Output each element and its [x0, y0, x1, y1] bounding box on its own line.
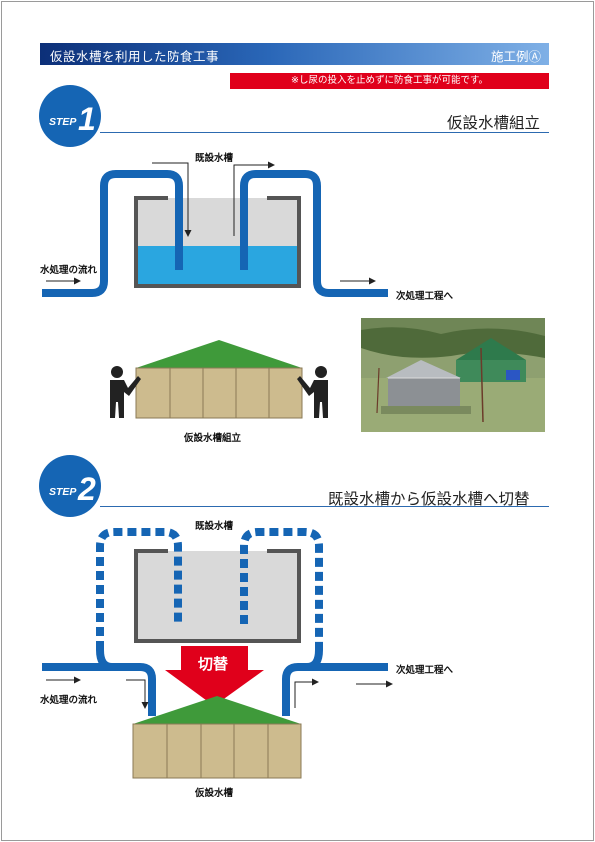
step1-existing-tank-label: 既設水槽 [195, 153, 234, 164]
step2-title: 既設水槽から仮設水槽へ切替 [328, 490, 530, 508]
worker-left-icon [110, 366, 141, 418]
header-bar: 仮設水槽を利用した防食工事 施工例Ⓐ [40, 43, 549, 65]
step2-next-process-label: 次処理工程へ [396, 665, 454, 676]
example-label: 施工例Ⓐ [490, 49, 541, 64]
inflow-pipe [42, 170, 183, 297]
switch-arrow: 切替 [165, 646, 264, 706]
step2-temp-tank-caption: 仮設水槽 [195, 788, 234, 799]
step2-badge: STEP 2 [39, 455, 101, 517]
step1-rule [100, 132, 549, 133]
flow-arrow-into-tank [152, 162, 192, 237]
temp-tank-assembly [135, 340, 303, 419]
svg-text:STEP: STEP [49, 486, 77, 498]
step2-rule [100, 506, 549, 507]
step2-flow-arrow-down [126, 679, 149, 709]
svg-text:STEP: STEP [49, 116, 77, 128]
existing-tank-step1 [134, 196, 301, 288]
step2-existing-tank-label: 既設水槽 [195, 521, 234, 532]
step1-next-process-label: 次処理工程へ [396, 291, 454, 302]
step1-badge: STEP 1 [39, 85, 101, 147]
svg-text:1: 1 [78, 101, 96, 137]
svg-text:切替: 切替 [198, 655, 229, 673]
notice-banner: ※し尿の投入を止めずに防食工事が可能です。 [230, 73, 549, 89]
new-outflow-pipe [282, 663, 388, 716]
step1-title: 仮設水槽組立 [447, 114, 541, 132]
step1-inflow-label: 水処理の流れ [40, 265, 98, 276]
existing-tank-step2 [134, 549, 301, 643]
svg-text:2: 2 [77, 471, 96, 507]
worker-right-icon [297, 366, 328, 418]
step2-inflow-label: 水処理の流れ [40, 695, 98, 706]
site-photo [361, 318, 545, 432]
page-title: 仮設水槽を利用した防食工事 [50, 49, 220, 64]
temp-tank [132, 696, 302, 779]
step2-flow-arrow-up [294, 678, 319, 708]
step1-assembly-caption: 仮設水槽組立 [184, 433, 242, 444]
new-inflow-pipe [42, 663, 156, 716]
flow-arrow-out-tank [233, 161, 275, 236]
outflow-pipe [240, 170, 388, 297]
